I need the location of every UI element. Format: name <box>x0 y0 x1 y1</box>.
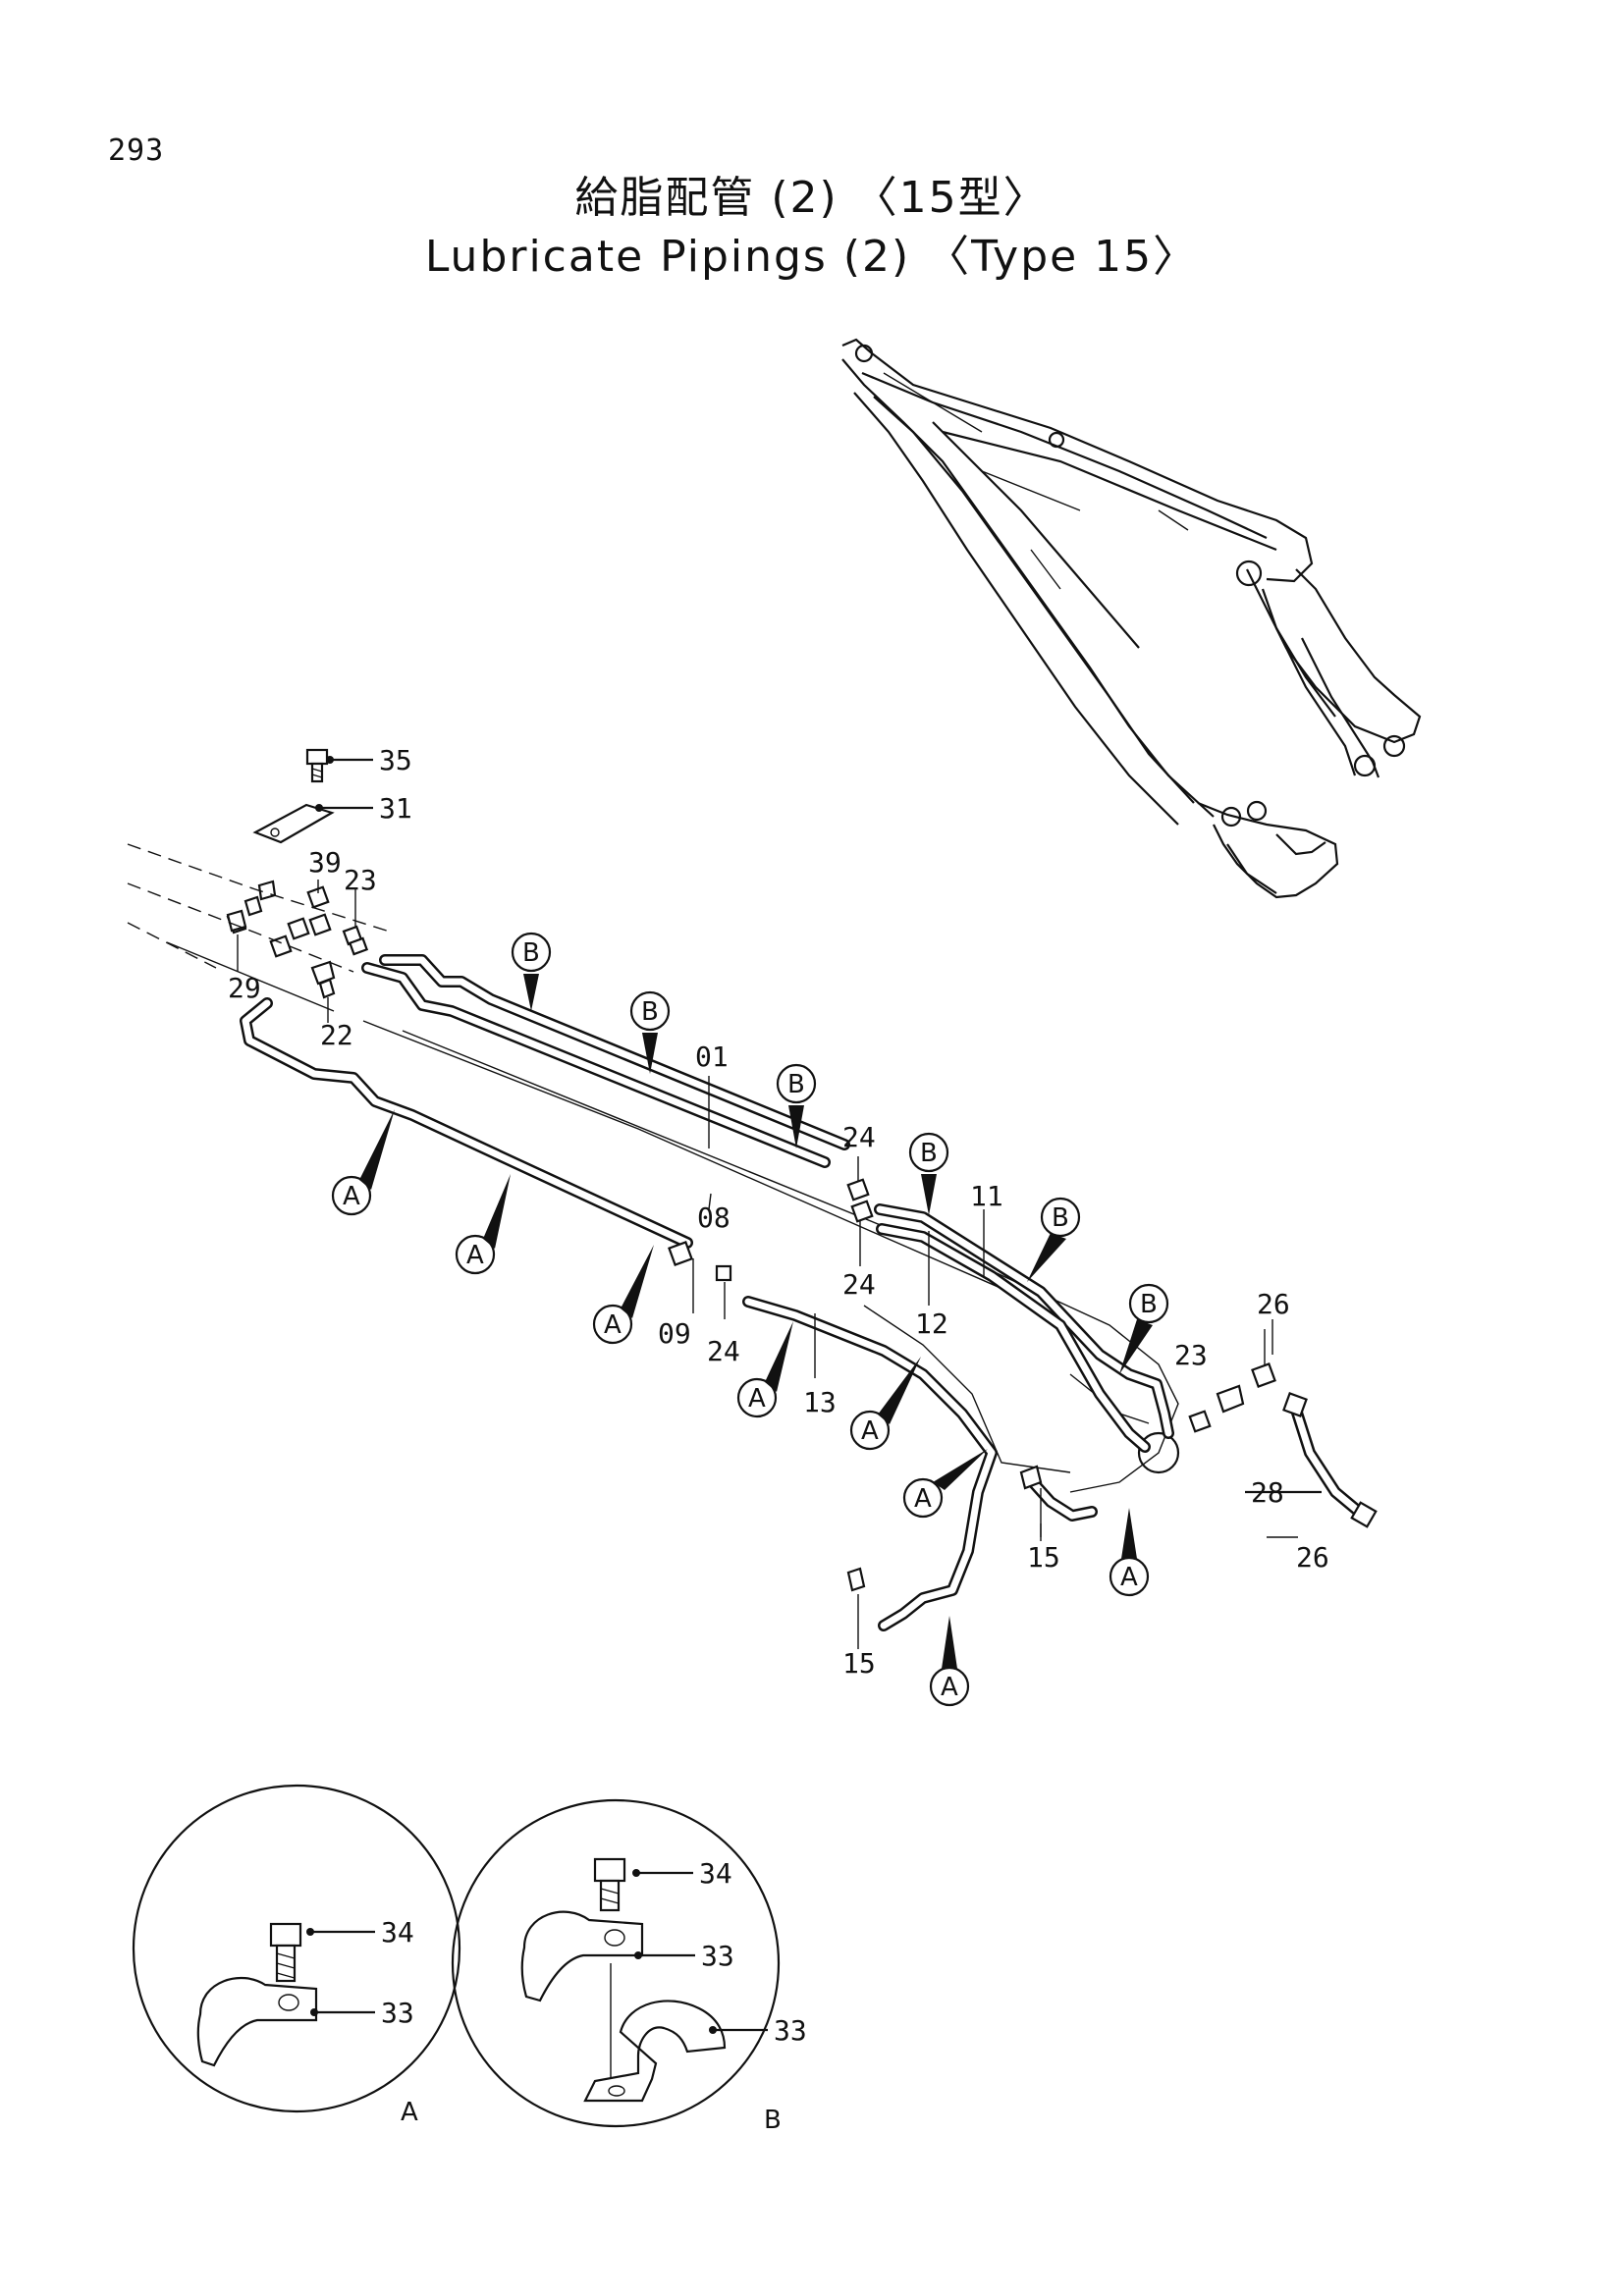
clamp-marker-a-label: A <box>861 1416 879 1446</box>
pipe-09 <box>240 997 693 1249</box>
part-label-01: 01 <box>695 1041 729 1073</box>
part-label-15: 15 <box>1027 1541 1060 1574</box>
clamp-marker-b-label: B <box>920 1139 938 1168</box>
fittings-24-09-23 <box>668 1156 1276 1649</box>
pipe-08 <box>361 962 831 1168</box>
hose-28 <box>1245 1392 1378 1528</box>
elbow-22 <box>310 960 336 1023</box>
part-label-15: 15 <box>842 1647 876 1680</box>
part-label-28: 28 <box>1251 1476 1284 1509</box>
part-label-34: 34 <box>381 1916 414 1949</box>
clamp-marker-b-label: B <box>1052 1203 1069 1233</box>
clamp-marker-a-label: A <box>941 1673 958 1702</box>
clamp-marker-a-label: A <box>343 1182 360 1211</box>
part-label-13: 13 <box>803 1386 837 1418</box>
pipe-11 <box>874 1203 1174 1439</box>
plate-31 <box>252 803 373 844</box>
arm-outline-mid <box>127 882 354 973</box>
detail-a-label: A <box>401 2098 418 2127</box>
arm-end-pin <box>1137 1431 1180 1474</box>
page-number: 293 <box>108 133 165 168</box>
part-label-33: 33 <box>701 1940 734 1972</box>
part-label-23: 23 <box>344 864 377 896</box>
page-title-japanese: 給脂配管 (2) 〈15型〉 <box>574 173 1049 223</box>
part-label-26: 26 <box>1257 1288 1290 1320</box>
pipe-15-short <box>1027 1476 1098 1522</box>
part-label-24: 24 <box>842 1121 876 1153</box>
clamp-marker-a-label: A <box>748 1384 766 1414</box>
part-label-22: 22 <box>320 1019 353 1051</box>
part-labels: 35 31 39 23 29 22 01 08 24 24 11 12 09 2… <box>228 744 1329 1680</box>
part-label-23: 23 <box>1174 1339 1208 1371</box>
arm-body-line <box>166 941 1179 1493</box>
part-label-24: 24 <box>842 1268 876 1301</box>
clamp-marker-b-label: B <box>1140 1290 1158 1319</box>
part-label-09: 09 <box>658 1317 691 1350</box>
part-label-11: 11 <box>970 1180 1003 1212</box>
pipe-12 <box>876 1223 1151 1453</box>
front-attachment-overview <box>841 338 1422 899</box>
detail-view-a: 34 33 A <box>132 1784 461 2127</box>
pipe-13 <box>742 1296 998 1631</box>
clamp-marker-a-label: A <box>1120 1563 1138 1592</box>
part-label-31: 31 <box>379 792 412 825</box>
part-label-33: 33 <box>381 1997 414 2029</box>
detail-view-b: 34 33 33 B <box>451 1798 807 2135</box>
part-label-29: 29 <box>228 972 261 1004</box>
nipple-29 <box>226 909 247 972</box>
part-label-26: 26 <box>1296 1541 1329 1574</box>
fitting-23-upper <box>342 889 369 956</box>
arm-outline-upper <box>127 843 394 934</box>
part-label-33: 33 <box>774 2014 807 2047</box>
clamp-markers: B B B B B B A A A A A A A A <box>331 932 1169 1707</box>
detail-b-label: B <box>764 2106 782 2135</box>
pipe-01 <box>379 954 850 1150</box>
part-label-34: 34 <box>699 1857 732 1890</box>
clamp-marker-b-label: B <box>641 997 659 1027</box>
arm-outline-lower <box>127 922 217 969</box>
bolt-35 <box>305 748 373 783</box>
part-label-08: 08 <box>697 1201 730 1234</box>
leader-lines <box>708 1076 1298 1541</box>
clamp-marker-b-label: B <box>522 938 540 968</box>
page-title-english: Lubricate Pipings (2) 〈Type 15〉 <box>424 232 1199 282</box>
clamp-marker-b-label: B <box>787 1070 805 1099</box>
clamp-marker-a-label: A <box>604 1310 622 1340</box>
part-label-24: 24 <box>707 1335 740 1367</box>
part-label-39: 39 <box>308 846 342 879</box>
clamp-marker-a-label: A <box>466 1241 484 1270</box>
part-label-12: 12 <box>915 1308 948 1340</box>
clamp-marker-a-label: A <box>914 1484 932 1514</box>
part-label-35: 35 <box>379 744 412 776</box>
